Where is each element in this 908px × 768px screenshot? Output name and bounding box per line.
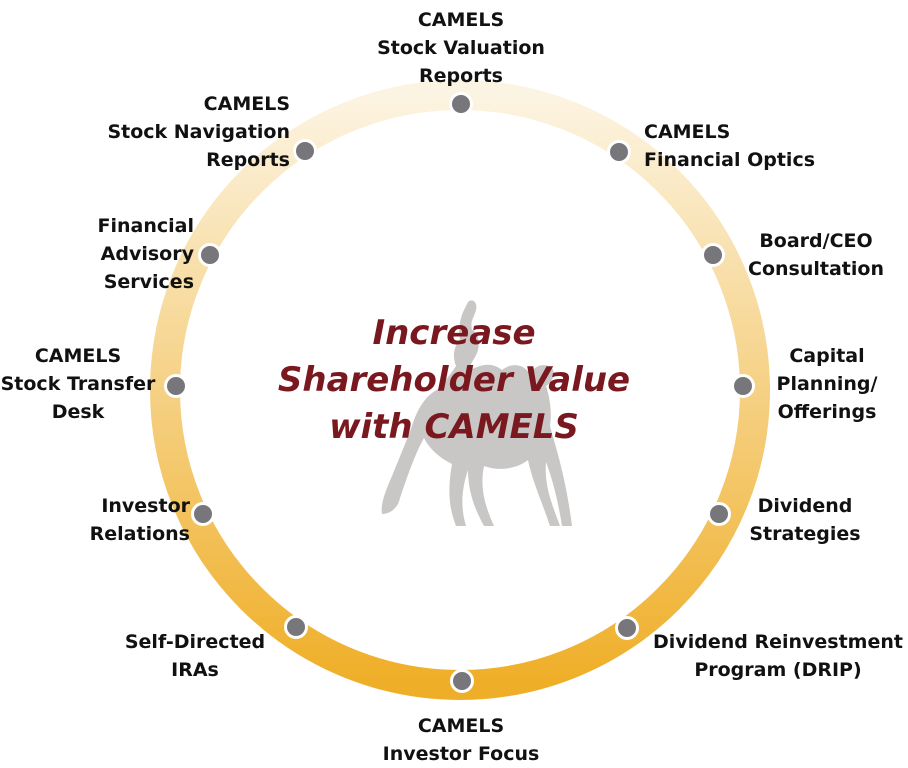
node-label-line: IRAs xyxy=(171,659,219,681)
node-label-line: CAMELS xyxy=(644,121,731,143)
node-dot-investor-focus xyxy=(450,669,474,693)
node-dot-self-directed-iras xyxy=(284,615,308,639)
node-label-line: Desk xyxy=(51,401,105,423)
node-label-line: Consultation xyxy=(748,258,884,280)
node-dot-board-ceo-consultation xyxy=(701,243,725,267)
node-label-line: Relations xyxy=(89,523,190,545)
camel-rider-silhouette-icon xyxy=(381,300,572,526)
node-label-line: CAMELS xyxy=(417,715,505,737)
node-dot-drip xyxy=(615,616,639,640)
node-label-line: Dividend Reinvestment xyxy=(653,631,903,653)
center-title: Increase Shareholder Value with CAMELS xyxy=(224,310,684,451)
node-dot-stock-navigation-reports xyxy=(293,139,317,163)
node-dot-financial-optics xyxy=(607,140,631,164)
node-label-line: Capital xyxy=(789,345,865,367)
node-dot-financial-advisory-services xyxy=(198,243,222,267)
node-label-board-ceo-consultation: Board/CEO Consultation xyxy=(730,227,902,283)
node-dot-stock-transfer-desk xyxy=(164,374,188,398)
node-label-line: Financial Optics xyxy=(644,149,816,171)
node-label-line: Financial xyxy=(97,215,194,237)
node-label-line: Offerings xyxy=(777,401,877,423)
node-label-line: Self-Directed xyxy=(124,631,266,653)
node-label-line: Investor xyxy=(101,495,190,517)
node-label-line: Planning/ xyxy=(776,373,878,395)
node-label-line: Dividend xyxy=(757,495,853,517)
node-label-line: CAMELS xyxy=(34,345,122,367)
center-title-line-2: Shareholder Value xyxy=(277,360,631,400)
node-label-line: Stock Transfer xyxy=(0,373,156,395)
node-label-line: Board/CEO xyxy=(759,230,873,252)
node-label-line: CAMELS xyxy=(417,9,505,31)
node-label-line: Stock Valuation xyxy=(377,37,545,59)
node-label-line: Stock Navigation xyxy=(107,121,290,143)
center-title-line-3: with CAMELS xyxy=(329,407,579,447)
node-label-line: Strategies xyxy=(749,523,861,545)
node-label-line: CAMELS xyxy=(203,93,290,115)
node-dot-dividend-strategies xyxy=(707,502,731,526)
node-label-line: Reports xyxy=(419,65,503,87)
node-label-line: Program (DRIP) xyxy=(694,659,862,681)
node-label-line: Reports xyxy=(206,149,290,171)
center-title-line-1: Increase xyxy=(372,313,536,353)
node-dot-stock-valuation-reports xyxy=(449,92,473,116)
node-dot-capital-planning-offerings xyxy=(731,374,755,398)
node-label-line: Investor Focus xyxy=(382,743,540,765)
node-label-financial-optics: CAMELS Financial Optics xyxy=(644,118,884,174)
node-label-line: Services xyxy=(103,271,194,293)
node-label-investor-focus: CAMELS Investor Focus xyxy=(304,712,618,768)
node-dot-investor-relations xyxy=(191,502,215,526)
node-label-line: Advisory xyxy=(100,243,194,265)
